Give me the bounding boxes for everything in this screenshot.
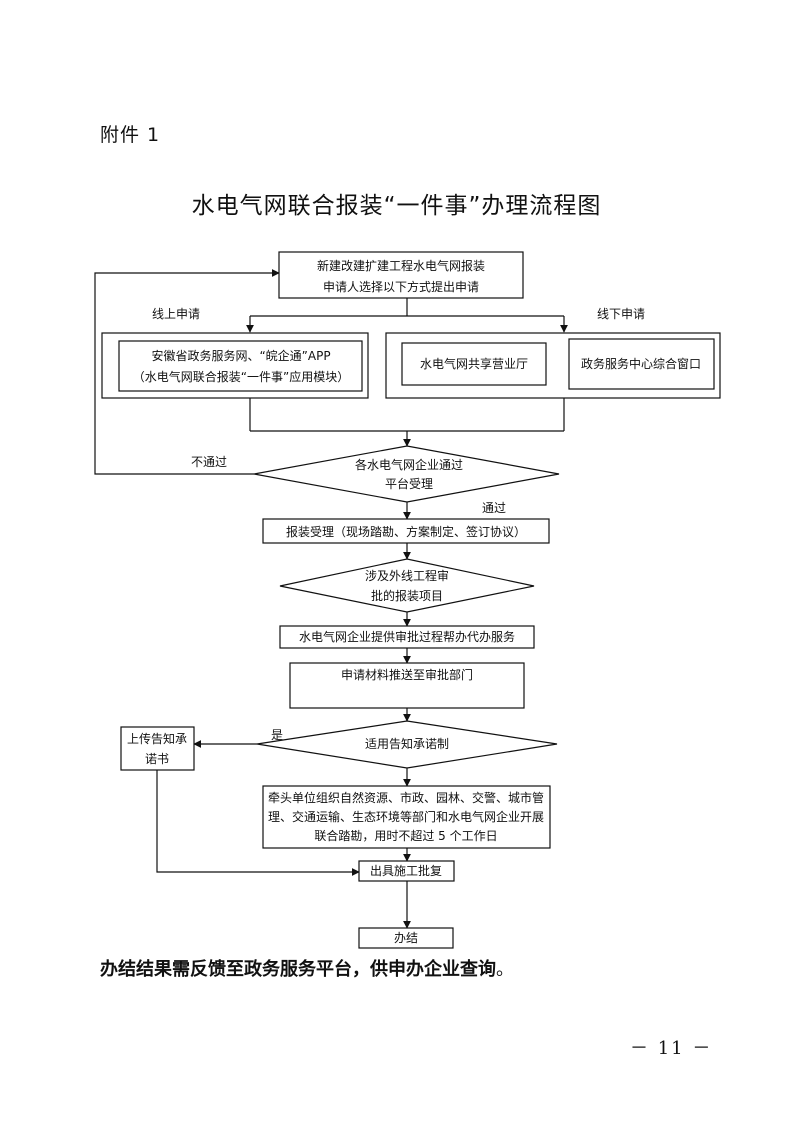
offline-hall-box xyxy=(401,342,547,386)
arrow-reject-loop xyxy=(94,269,280,475)
attachment-label: 附件 1 xyxy=(100,124,161,146)
assist-text: 水电气网企业提供审批过程帮办代办服务 xyxy=(299,629,515,644)
offline-window-box xyxy=(568,338,715,390)
footer-note-period: 。 xyxy=(496,959,514,980)
accept-text: 报装受理（现场踏勘、方案制定、签订协议） xyxy=(286,524,526,539)
online-label: 线上申请 xyxy=(152,307,200,321)
decision3-diamond xyxy=(256,720,558,769)
page-number: － 11 － xyxy=(630,1038,713,1059)
submit-box xyxy=(289,662,525,709)
permit-box xyxy=(358,860,455,882)
footer-note-text: 办结结果需反馈至政务服务平台，供申办企业查询 xyxy=(100,959,496,980)
offline-label: 线下申请 xyxy=(597,307,645,321)
joint-text-3: 联合踏勘，用时不超过 5 个工作日 xyxy=(314,828,497,843)
done-box xyxy=(358,927,454,949)
decision2-text-1: 涉及外线工程审 xyxy=(365,568,449,583)
footer-note: 办结结果需反馈至政务服务平台，供申办企业查询。 xyxy=(100,955,514,981)
upload-box xyxy=(120,726,195,771)
decision3-text: 适用告知承诺制 xyxy=(365,737,449,751)
assist-box xyxy=(279,625,535,649)
start-box xyxy=(278,251,524,299)
online-box xyxy=(118,340,363,392)
online-text-2: （水电气网联合报装“一件事”应用模块） xyxy=(133,369,349,384)
joint-text-1: 牵头单位组织自然资源、市政、园林、交警、城市管 xyxy=(268,790,544,805)
decision1-text-2: 平台受理 xyxy=(385,476,433,491)
decision1-text-1: 各水电气网企业通过 xyxy=(355,457,463,472)
arrow-upload-to-permit xyxy=(156,770,360,876)
offline-window-text: 政务服务中心综合窗口 xyxy=(581,356,701,371)
permit-text: 出具施工批复 xyxy=(370,863,442,878)
reject-label: 不通过 xyxy=(191,455,227,469)
online-text-1: 安徽省政务服务网、“皖企通”APP xyxy=(151,348,330,363)
done-text: 办结 xyxy=(394,930,418,945)
start-text-2: 申请人选择以下方式提出申请 xyxy=(323,279,479,294)
joint-box xyxy=(262,785,551,849)
offline-hall-text: 水电气网共享营业厅 xyxy=(420,356,528,371)
pass-label: 通过 xyxy=(482,501,506,515)
accept-box xyxy=(262,518,550,544)
upload-text-2: 诺书 xyxy=(145,752,169,766)
upload-text-1: 上传告知承 xyxy=(127,731,187,746)
decision1-diamond xyxy=(253,445,560,503)
submit-text: 申请材料推送至审批部门 xyxy=(341,667,473,682)
decision2-text-2: 批的报装项目 xyxy=(371,588,443,603)
page-title: 水电气网联合报装“一件事”办理流程图 xyxy=(191,193,602,219)
start-text-1: 新建改建扩建工程水电气网报装 xyxy=(317,258,485,273)
joint-text-2: 理、交通运输、生态环境等部门和水电气网企业开展 xyxy=(268,809,544,824)
decision2-diamond xyxy=(279,558,535,613)
yes-label: 是 xyxy=(271,728,283,742)
